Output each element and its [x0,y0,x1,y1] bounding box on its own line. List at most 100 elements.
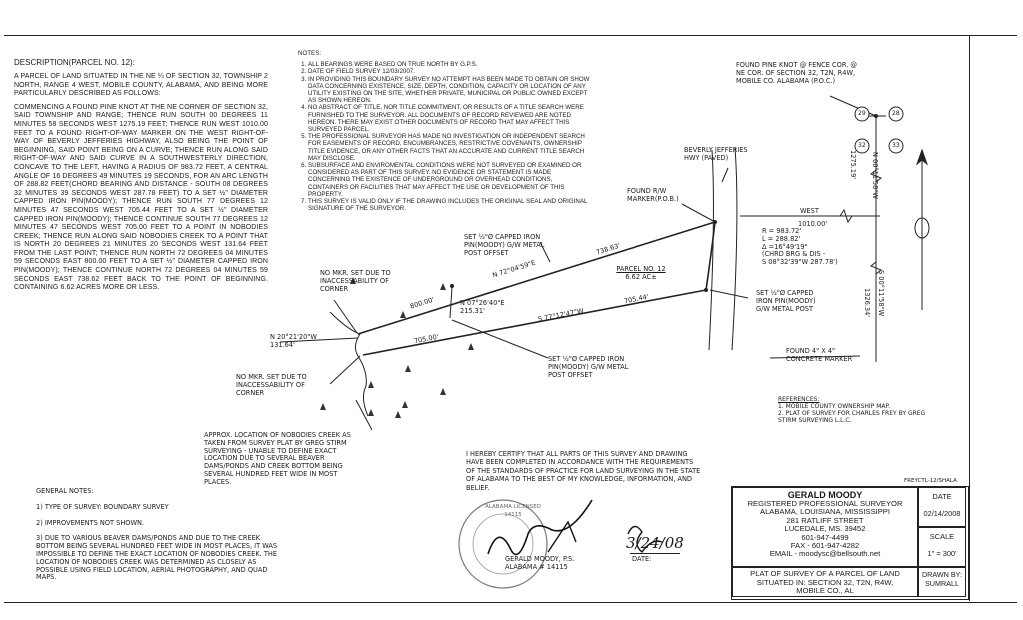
parcel-label: PARCEL NO. 12 6.62 AC± [606,265,676,282]
company-cell: GERALD MOODY REGISTERED PROFESSIONAL SUR… [732,487,918,567]
plat-title-cell: PLAT OF SURVEY OF A PARCEL OF LAND SITUA… [732,567,918,597]
tie-bearing-label: N 07°26'40"E [460,299,505,307]
marsh-symbol [395,411,401,418]
date-label: DATE [932,492,952,501]
west-distance: 1010.00' [798,220,828,228]
references-block: REFERENCES: 1. MOBILE COUNTY OWNERSHIP M… [778,396,938,424]
plat-title-line: SITUATED IN: SECTION 32, T2N, R4W, [756,577,894,587]
hwy-west-edge [708,149,714,351]
north-boundary-line [357,221,716,335]
drawing-border [4,35,1017,603]
company-line: 601-947-4499 [801,532,849,542]
section-line-break-top [870,169,882,183]
general-notes-block: GENERAL NOTES: 1) TYPE OF SURVEY: BOUNDA… [36,487,282,582]
references-title: REFERENCES: [778,396,820,403]
scale-label: SCALE [929,532,955,541]
tie-line [449,286,453,319]
section-33-circle [888,138,904,154]
marsh-symbol [440,388,446,395]
concrete-leader [769,355,861,359]
pin-marker [704,288,708,292]
pine-knot-note: FOUND PINE KNOT @ FENCE COR. @ NE COR. O… [736,61,857,85]
creek-line [329,311,369,417]
hwy-label: BEVERLY JEFFERIES HWY (PAVED) [684,146,748,162]
surveyor-name: GERALD MOODY, P.S. [505,555,575,563]
general-note-item: 1) TYPE OF SURVEY: BOUNDARY SURVEY [36,502,169,511]
pin-marker [450,284,454,288]
surveyor-seal-outer [458,499,548,589]
company-line: ALABAMA, LOUISIANA, MISSISSIPPI [760,507,890,517]
row-marker-label: FOUND R/W MARKER(P.O.B.) [627,187,679,203]
creek-note-leader [355,399,373,431]
section-line-break-bottom [870,261,882,275]
scale-value: 1" = 300' [927,549,957,558]
marsh-symbol [440,283,446,290]
set-pin-right-label: SET ½"ø CAPPED IRON PIN(MOODY) G/W METAL… [756,289,816,313]
section-29-circle [854,106,870,122]
signature-stroke-2 [547,520,577,553]
parcel-number: PARCEL NO. 12 [616,265,666,273]
row-curve [705,221,716,291]
plat-title-line: PLAT OF SURVEY OF A PARCEL OF LAND [750,569,900,578]
section-33-label: 33 [892,142,900,149]
concrete-marker-label: FOUND 4" X 4" CONCRETE MARKER [786,347,853,363]
south-section-bearing: S 00°11'58"W [877,270,885,317]
set-pin-top-label: SET ½"ø CAPPED IRON PIN(MOODY) G/W METAL… [464,233,545,257]
general-notes-title: GENERAL NOTES: [36,487,94,495]
no-marker-top-note: NO MKR. SET DUE TO INACCESSABILITY OF CO… [320,269,391,293]
north-section-bearing: N 00°11'58"W [871,152,879,199]
curve-data: R = 983.72' L = 288.82' Δ =16°49'19" (CH… [762,227,846,267]
north-arrow-ring [914,217,930,239]
pin-leader-top [539,241,551,263]
west-bearing-label: N 20°21'20"W [270,333,317,341]
marsh-symbol [368,409,374,416]
company-line: EMAIL - moodysc@bellsouth.net [769,549,881,559]
no-mkr-leader-top [333,299,358,334]
description-block: DESCRIPTION(PARCEL NO. 12): A PARCEL OF … [14,58,268,293]
section-29-label: 29 [858,110,866,117]
description-title: DESCRIPTION(PARCEL NO. 12): [14,58,135,67]
marsh-symbol [368,381,374,388]
company-line: 281 RATLIFF STREET [786,515,864,525]
pine-knot-marker [874,114,878,118]
date-value: 02/14/2008 [923,509,961,518]
marsh-symbol [350,277,356,284]
description-body: COMMENCING A FOUND PINE KNOT AT THE NE C… [14,103,268,292]
no-mkr-leader-bottom [329,355,361,385]
seal-text: ALABAMA LICENSED 14115 [485,504,541,518]
marsh-symbol [320,403,326,410]
handwritten-date: 3/24/08 [626,534,684,552]
general-note-item: 2) IMPROVEMENTS NOT SHOWN. [36,518,145,527]
drawn-by-value: SUMRALL [925,579,959,588]
section-28-label: 28 [892,110,900,117]
drawn-by-label: DRAWN BY: [921,570,963,579]
hwy-leader [721,167,729,183]
note-item: IN PROVIDING THIS BOUNDARY SURVEY NO ATT… [308,76,594,105]
marsh-symbol [402,401,408,408]
pob-marker [713,220,717,224]
section-32-label: 32 [858,142,866,149]
parcel-acres: 6.62 AC± [625,272,657,281]
drawing-id: FREYCTL-12/SHALA [904,478,957,484]
marsh-symbol [468,343,474,350]
south-section-distance: 1326.34' [863,288,871,318]
pin-leader-right [709,289,749,299]
marsh-symbol [400,311,406,318]
company-line: FAX - 601-947-4282 [790,541,860,551]
section-32-circle [854,138,870,154]
marsh-symbol [405,365,411,372]
curve-chord-1: (CHRD BRG & DIS - [762,250,826,259]
curve-radius: R = 983.72' [762,227,802,235]
certification-text: I HEREBY CERTIFY THAT ALL PARTS OF THIS … [466,450,701,492]
company-line: REGISTERED PROFESSIONAL SURVEYOR [747,499,903,508]
curve-delta: Δ =16°49'19" [762,242,808,251]
general-note-item: 3) DUE TO VARIOUS BEAVER DAMS/PONDS AND … [36,534,278,582]
curve-chord-2: S 08°32'39"W 287.78') [762,258,838,267]
section-28-circle [888,106,904,122]
west-dist-leader [279,337,359,343]
date-caption: DATE: [632,555,652,563]
company-line: LUCEDALE, MS. 39452 [784,524,866,534]
note-item: DATE OF FIELD SURVEY 12/03/2007. [308,68,594,75]
date-cell: DATE 02/14/2008 [918,487,966,527]
